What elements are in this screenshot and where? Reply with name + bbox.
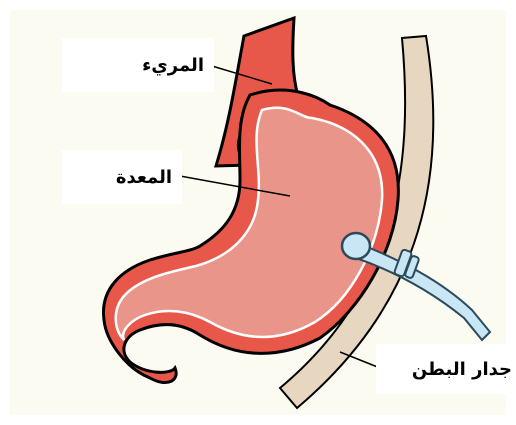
abdominal-wall-label-box: جدار البطن — [376, 344, 516, 394]
gastrostomy-port-icon — [342, 233, 370, 259]
stomach-label-box: المعدة — [62, 150, 182, 204]
esophagus-label: المريء — [142, 55, 204, 76]
abdominal-wall-label: جدار البطن — [412, 359, 512, 380]
esophagus-label-box: المريء — [62, 38, 214, 92]
stomach-label: المعدة — [116, 167, 172, 188]
